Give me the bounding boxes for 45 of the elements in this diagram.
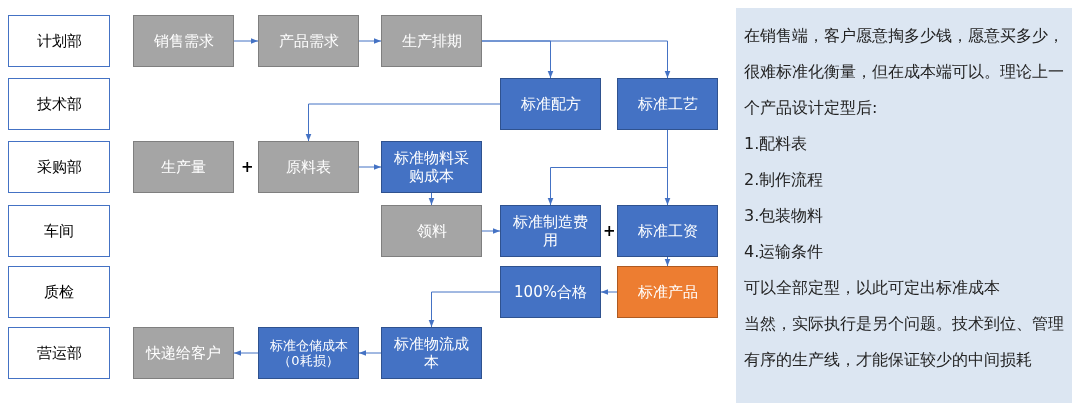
process-box: 销售需求	[133, 15, 234, 67]
note-text: 2.制作流程	[744, 169, 825, 191]
note-text: 在销售端，客户愿意掏多少钱，愿意买多少，很难标准化衡量，但在成本端可以。理论上一个产品设计定型后:	[744, 25, 1064, 119]
department-label: 计划部	[8, 15, 110, 67]
department-label: 营运部	[8, 327, 110, 379]
plus-sign: +	[241, 158, 254, 176]
process-box: 生产量	[133, 141, 234, 193]
arrow	[600, 289, 618, 295]
arrow	[358, 350, 382, 356]
arrow	[233, 350, 259, 356]
arrow	[358, 164, 382, 170]
arrow	[481, 228, 501, 234]
department-label: 技术部	[8, 78, 110, 130]
department-label: 车间	[8, 205, 110, 257]
arrow	[664, 129, 671, 206]
note-text: 可以全部定型，以此可定出标准成本	[744, 277, 1001, 299]
process-box: 100%合格	[500, 266, 601, 318]
process-box: 标准工艺	[617, 78, 718, 130]
arrow	[428, 291, 501, 328]
arrow	[233, 38, 259, 44]
process-box: 领料	[381, 205, 482, 257]
process-box: 生产排期	[381, 15, 482, 67]
process-box: 产品需求	[258, 15, 359, 67]
note-text: 1.配料表	[744, 133, 809, 155]
note-text: 3.包装物料	[744, 205, 825, 227]
arrow	[305, 103, 501, 142]
process-box: 标准物流成本	[381, 327, 482, 379]
arrow	[428, 192, 435, 206]
process-box: 标准配方	[500, 78, 601, 130]
process-box: 标准制造费用	[500, 205, 601, 257]
arrow	[664, 256, 671, 267]
process-box: 标准产品	[617, 266, 718, 318]
process-box: 原料表	[258, 141, 359, 193]
process-box: 快递给客户	[133, 327, 234, 379]
process-box: 标准仓储成本（0耗损）	[258, 327, 359, 379]
note-panel	[736, 8, 1072, 403]
process-box: 标准物料采购成本	[381, 141, 482, 193]
process-box: 标准工资	[617, 205, 718, 257]
note-text: 4.运输条件	[744, 241, 825, 263]
plus-sign: +	[603, 222, 616, 240]
note-text: 当然，实际执行是另个问题。技术到位、管理有序的生产线，才能保证较少的中间损耗	[744, 313, 1064, 371]
arrow	[481, 40, 671, 79]
department-label: 质检	[8, 266, 110, 318]
arrow	[358, 38, 382, 44]
department-label: 采购部	[8, 141, 110, 193]
